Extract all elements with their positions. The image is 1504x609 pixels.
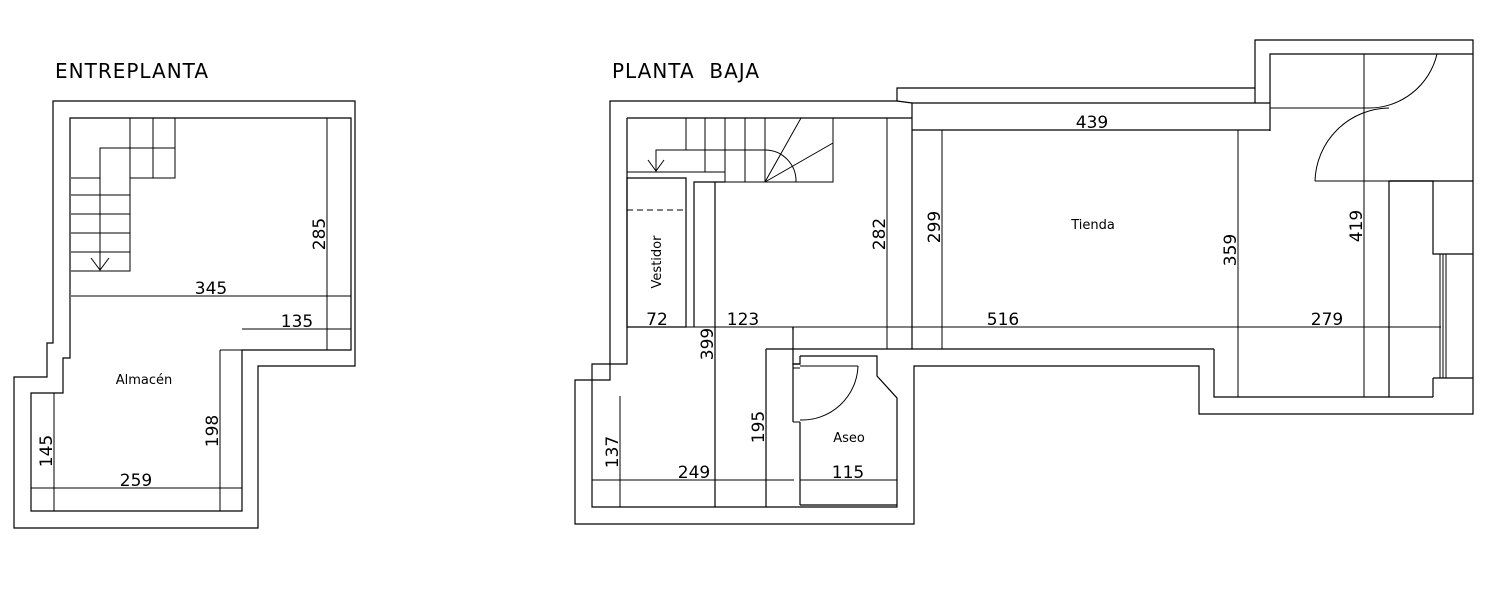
entreplanta-dimension-lines [31,118,351,511]
dim-345: 345 [195,279,227,299]
planta-baja-dimension-lines [592,54,1441,507]
window-frame-right [1439,254,1447,378]
dim-299: 299 [925,211,945,243]
dim-249: 249 [678,463,710,483]
dim-516: 516 [987,310,1019,330]
entreplanta-title: ENTREPLANTA [55,59,209,83]
planta-baja-outer-wall [574,39,1474,525]
entreplanta-plan: ENTREPLANTA 285 [13,59,356,529]
room-label-vestidor: Vestidor [650,235,665,289]
dim-123: 123 [727,310,759,330]
dim-259: 259 [120,471,152,491]
entreplanta-inner-wall [30,117,352,512]
room-label-aseo: Aseo [833,431,865,446]
dim-145: 145 [37,435,57,467]
planta-baja-plan: PLANTA BAJA [574,39,1474,525]
dim-115: 115 [832,463,864,483]
entrance-door-swing [1270,53,1443,182]
room-label-tienda: Tienda [1070,218,1115,233]
dim-419: 419 [1347,210,1367,242]
dim-285: 285 [310,218,330,250]
planta-baja-title: PLANTA BAJA [612,59,760,83]
dim-359: 359 [1221,234,1241,266]
entreplanta-staircase [71,118,176,272]
dim-282: 282 [870,218,890,250]
room-label-almacen: Almacén [116,373,173,388]
entreplanta-outer-wall [13,100,356,529]
dim-72: 72 [646,310,668,330]
dim-439: 439 [1076,113,1108,133]
dim-399: 399 [698,328,718,360]
dim-135: 135 [281,312,313,332]
dim-195: 195 [749,411,769,443]
dim-137: 137 [603,436,623,468]
dim-279: 279 [1311,310,1343,330]
dim-198: 198 [203,415,223,447]
planta-baja-staircase [627,117,834,183]
entrance-wall [1269,53,1473,131]
aseo-enclosure [792,356,897,506]
